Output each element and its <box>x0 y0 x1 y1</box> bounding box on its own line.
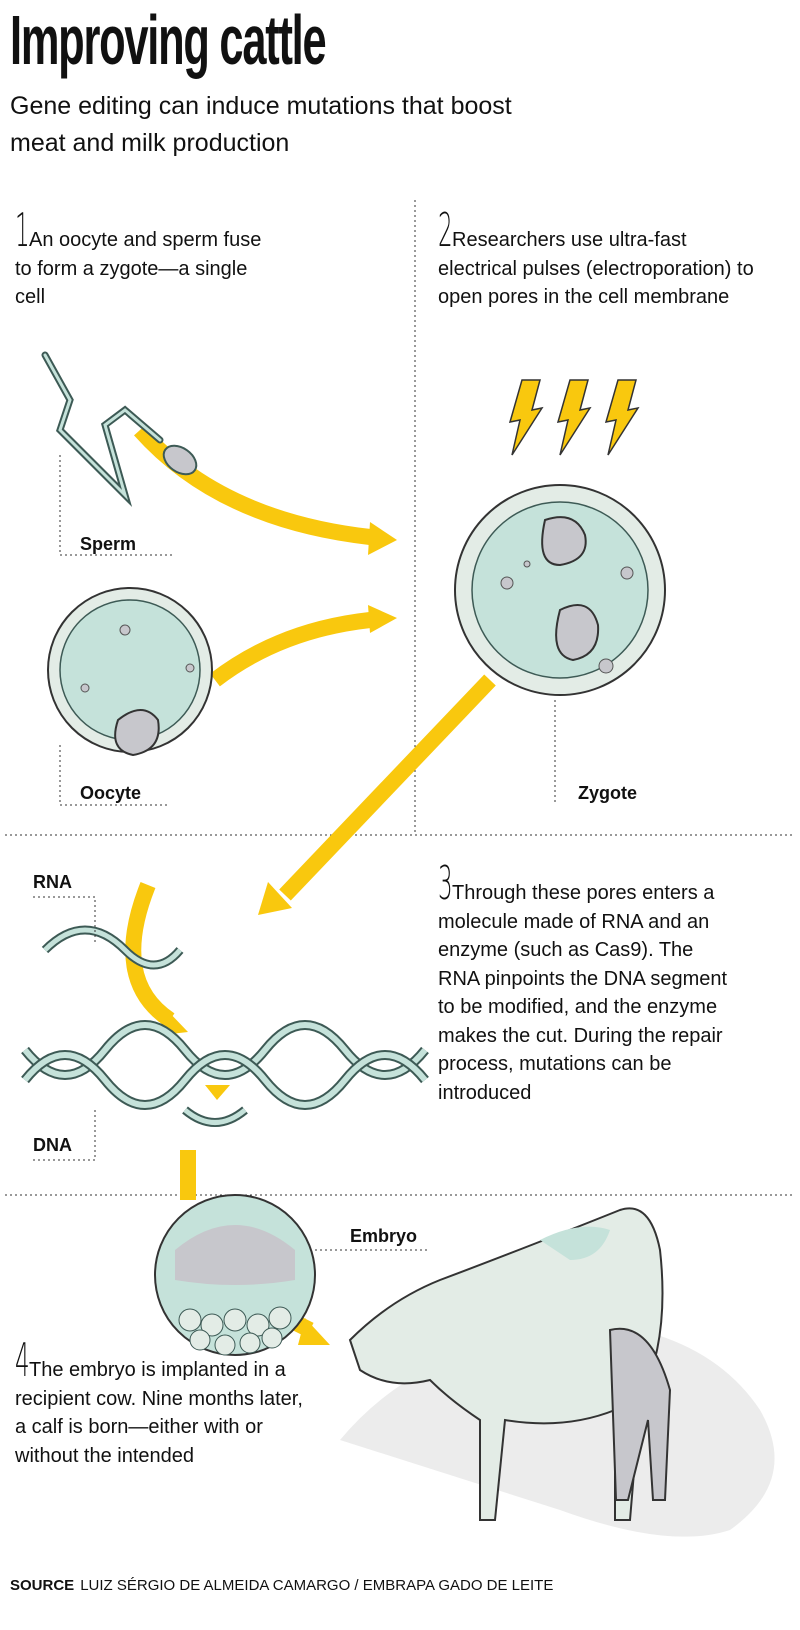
label-zygote: Zygote <box>578 783 638 803</box>
step-number: 4 <box>15 1333 30 1387</box>
source-label: SOURCE <box>10 1577 75 1594</box>
oocyte-illustration <box>47 587 213 757</box>
step-4: 4The embryo is implanted in a recipient … <box>15 1333 305 1470</box>
step-text: Researchers use ultra-fast electrical pu… <box>438 229 754 308</box>
subtitle: Gene editing can induce mutations that b… <box>10 92 512 157</box>
step-2: 2Researchers use ultra-fast electrical p… <box>438 203 768 312</box>
page-title: Improving cattle <box>10 1 327 79</box>
embryo-illustration <box>154 1194 316 1356</box>
zygote-illustration <box>454 484 666 696</box>
label-dna: DNA <box>33 1135 72 1155</box>
step-3: 3Through these pores enters a molecule m… <box>438 856 738 1107</box>
step-number: 2 <box>438 203 453 257</box>
lightning-icons <box>508 379 640 456</box>
rna-illustration <box>41 925 184 970</box>
dna-illustration <box>21 1020 429 1127</box>
step-text: The embryo is implanted in a recipient c… <box>15 1359 303 1467</box>
cow-illustration <box>340 1207 775 1537</box>
arrows <box>125 424 496 1338</box>
arrow-head <box>368 522 397 555</box>
source-credit: SOURCE LUIZ SÉRGIO DE ALMEIDA CAMARGO / E… <box>10 1577 553 1594</box>
step-number: 3 <box>438 856 453 910</box>
source-text: LUIZ SÉRGIO DE ALMEIDA CAMARGO / EMBRAPA… <box>80 1577 554 1594</box>
step-text: An oocyte and sperm fuse to form a zygot… <box>15 229 262 308</box>
label-embryo: Embryo <box>350 1226 418 1246</box>
label-sperm: Sperm <box>80 534 137 554</box>
step-1: 1An oocyte and sperm fuse to form a zygo… <box>15 203 275 312</box>
label-rna: RNA <box>33 872 72 892</box>
step-text: Through these pores enters a molecule ma… <box>438 882 728 1104</box>
label-oocyte: Oocyte <box>80 783 142 803</box>
step-number: 1 <box>15 203 30 257</box>
